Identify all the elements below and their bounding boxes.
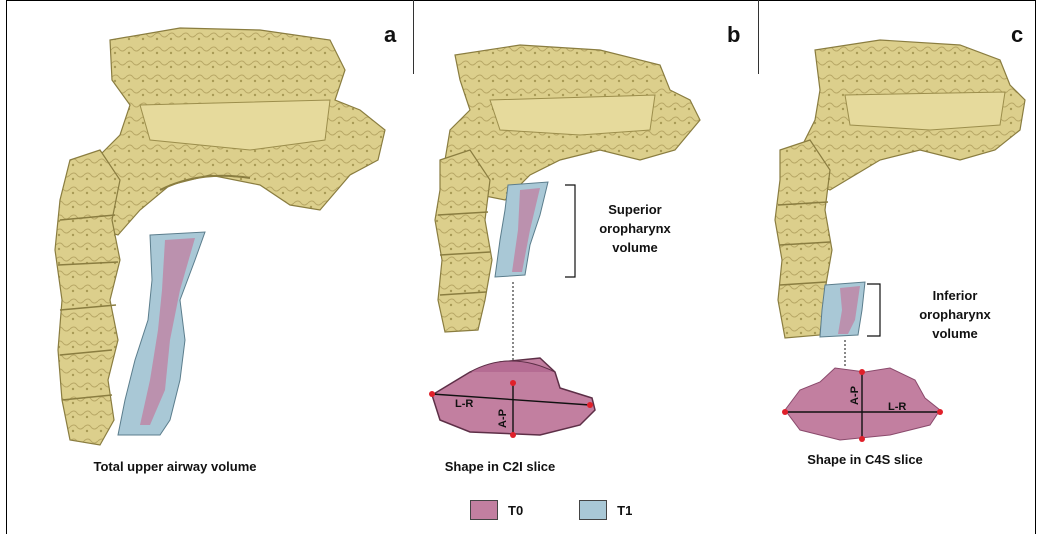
- panel-b-lr-label: L-R: [455, 398, 473, 410]
- panel-c-letter: c: [1011, 22, 1023, 48]
- legend: T0 T1: [470, 500, 678, 520]
- panel-b-letter: b: [727, 22, 740, 48]
- panel-b-volume-label: Superior oropharynx volume: [585, 200, 685, 257]
- panel-a-spine: [55, 150, 120, 445]
- panel-a-caption: Total upper airway volume: [60, 459, 290, 474]
- panel-a-skull: [88, 28, 385, 235]
- volume-label-line: volume: [905, 324, 1005, 343]
- panel-c-volume-label: Inferior oropharynx volume: [905, 286, 1005, 343]
- panel-c-ap-label: A-P: [849, 386, 861, 405]
- legend-swatch-t0: [470, 500, 498, 520]
- legend-label-t1: T1: [617, 503, 632, 518]
- panel-a-airway: [118, 232, 205, 435]
- panel-a-letter: a: [384, 22, 396, 48]
- panel-c-skull: [800, 40, 1025, 190]
- volume-label-line: oropharynx: [905, 305, 1005, 324]
- panel-c-slice-shape: L-R A-P: [782, 368, 943, 442]
- panel-b-spine: [435, 150, 492, 332]
- volume-label-line: Superior: [585, 200, 685, 219]
- legend-swatch-t1: [579, 500, 607, 520]
- volume-label-line: volume: [585, 238, 685, 257]
- panel-c-lr-label: L-R: [888, 401, 906, 413]
- legend-label-t0: T0: [508, 503, 523, 518]
- panel-b-bracket: [565, 185, 575, 277]
- volume-label-line: Inferior: [905, 286, 1005, 305]
- panel-b-ap-label: A-P: [497, 409, 509, 428]
- volume-label-line: oropharynx: [585, 219, 685, 238]
- panel-c-bracket: [867, 284, 880, 336]
- panel-b-slice-shape: L-R A-P: [429, 358, 595, 438]
- panel-c-caption: Shape in C4S slice: [790, 452, 940, 467]
- panel-c-airway: [820, 282, 865, 337]
- panel-b-caption: Shape in C2I slice: [430, 459, 570, 474]
